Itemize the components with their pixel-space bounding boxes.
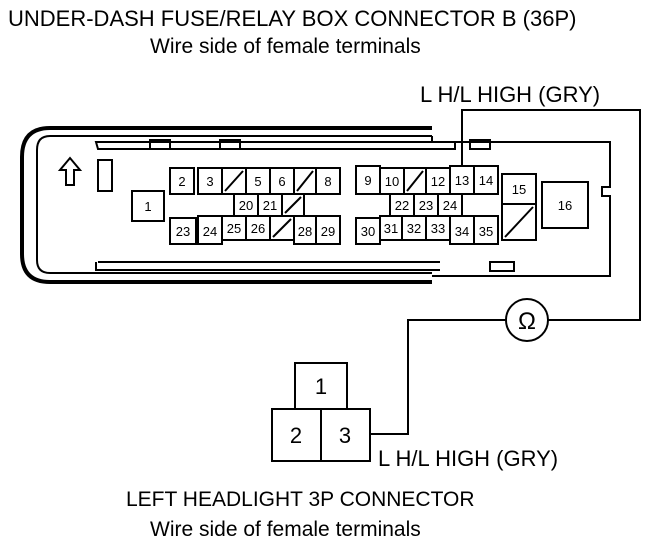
pin-25: 25 [227, 221, 241, 236]
pin-32: 32 [407, 221, 421, 236]
pin-13: 13 [455, 173, 469, 188]
footer-title: LEFT HEADLIGHT 3P CONNECTOR [126, 488, 475, 511]
pin-29: 29 [321, 224, 335, 239]
pin-10: 10 [385, 174, 399, 189]
headlight-pin-3: 3 [339, 423, 351, 448]
wire-label-top: L H/L HIGH (GRY) [420, 82, 600, 107]
pin-14: 14 [479, 173, 493, 188]
pin-20: 22 [395, 198, 409, 213]
headlight-connector: 1 2 3 [271, 362, 371, 462]
pin-16: 16 [558, 198, 572, 213]
footer-subtitle: Wire side of female terminals [150, 518, 421, 541]
pin-18: 21 [263, 198, 277, 213]
diagram-title: UNDER-DASH FUSE/RELAY BOX CONNECTOR B (3… [8, 6, 576, 31]
pin-31: 31 [384, 221, 398, 236]
up-arrow-icon [57, 156, 83, 186]
diagram-subtitle: Wire side of female terminals [150, 35, 421, 58]
headlight-pin-2: 2 [290, 423, 302, 448]
pin-9: 9 [364, 173, 371, 188]
pin-8: 8 [324, 174, 331, 189]
pin-3: 3 [206, 174, 213, 189]
pin-6: 6 [278, 174, 285, 189]
headlight-pin-1: 1 [315, 374, 327, 399]
pin-2: 2 [178, 174, 185, 189]
pin-35: 35 [479, 224, 493, 239]
pin-28: 28 [298, 224, 312, 239]
pin-26: 26 [251, 221, 265, 236]
pin-1: 1 [144, 199, 151, 214]
ohmmeter-symbol: Ω [518, 308, 536, 335]
pin-22: 24 [443, 198, 457, 213]
pin-24: 24 [203, 224, 217, 239]
ohmmeter-icon: Ω [505, 298, 549, 342]
pin-30: 30 [361, 224, 375, 239]
pin-21: 23 [419, 198, 433, 213]
pin-23: 23 [176, 224, 190, 239]
fuse-box-pins: 1 2 3 5 6 8 20 21 23 24 25 26 28 29 [131, 165, 589, 245]
wire-label-bottom: L H/L HIGH (GRY) [378, 446, 558, 471]
pin-15: 15 [512, 182, 526, 197]
test-wiring: Ω [370, 109, 641, 435]
pin-34: 34 [455, 224, 469, 239]
fuse-box-connector [20, 126, 611, 284]
pin-5: 5 [254, 174, 261, 189]
pin-17: 20 [239, 198, 253, 213]
pin-12: 12 [431, 174, 445, 189]
pin-33: 33 [431, 221, 445, 236]
